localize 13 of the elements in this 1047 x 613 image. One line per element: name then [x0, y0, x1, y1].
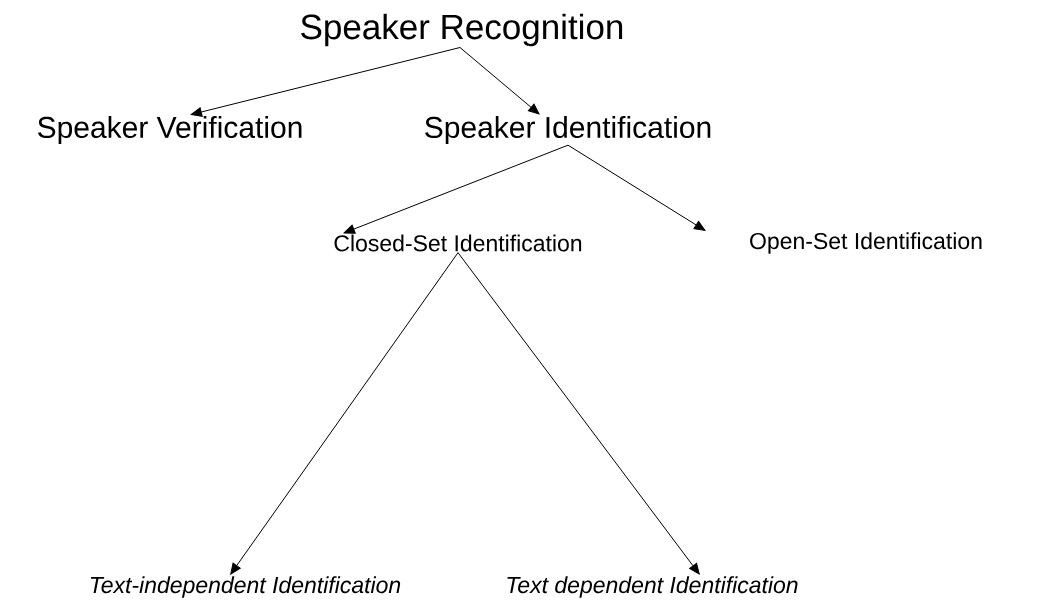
arrow	[190, 47, 461, 117]
node-label: Open-Set Identification	[750, 232, 982, 254]
node-label: Speaker Identification	[425, 116, 711, 144]
node-label: Closed-Set Identification	[334, 234, 582, 252]
node-label: Text-independent Identification	[90, 576, 401, 598]
arrow	[567, 144, 706, 231]
node-label: Text dependent Identification	[507, 576, 798, 598]
arrow	[457, 252, 700, 575]
arrow	[459, 47, 540, 115]
arrow	[343, 144, 569, 234]
arrow	[230, 252, 459, 575]
node-label: Speaker Verification	[37, 116, 302, 144]
node-label: Speaker Recognition	[301, 13, 623, 47]
